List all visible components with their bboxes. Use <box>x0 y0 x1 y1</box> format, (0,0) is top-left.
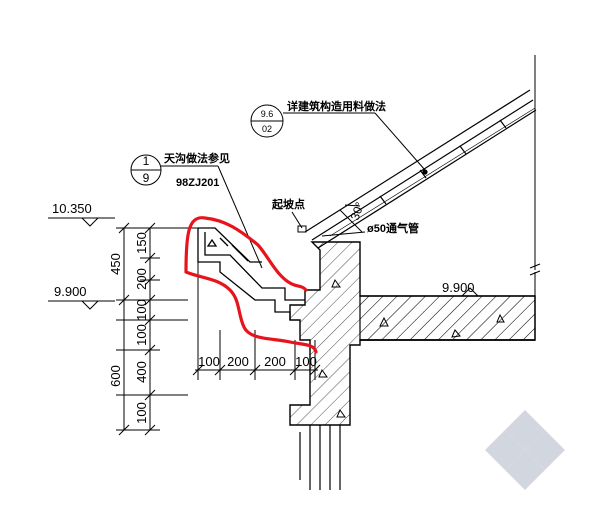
dim-inner-100a: 100 <box>134 299 149 321</box>
detail-top-den: 02 <box>262 124 272 134</box>
dim-h-100a: 100 <box>198 354 220 369</box>
right-wall-line <box>529 55 541 300</box>
leaders <box>291 204 366 237</box>
detail-left-den: 9 <box>143 171 150 185</box>
level-top: 10.350 <box>52 201 92 216</box>
detail-top-num: 9.6 <box>261 109 274 119</box>
dim-inner-400: 400 <box>134 361 149 383</box>
dim-vertical-450: 450 <box>108 253 123 275</box>
level-mid-left: 9.900 <box>54 284 87 299</box>
vent-pipe-label: ø50通气管 <box>367 221 419 235</box>
concrete-section <box>289 241 536 426</box>
detail-left-num: 1 <box>143 154 150 168</box>
watermark-logo <box>485 410 565 490</box>
level-markers <box>48 217 510 310</box>
horizontal-dimensions <box>192 262 321 380</box>
dim-inner-200: 200 <box>134 268 149 290</box>
red-markup-outline <box>184 216 318 354</box>
dim-vertical-600: 600 <box>108 365 123 387</box>
dim-inner-100b: 100 <box>134 324 149 346</box>
gutter-profile <box>197 227 305 320</box>
dim-h-200a: 200 <box>227 354 249 369</box>
vertical-dimensions <box>116 222 198 436</box>
roof-slope <box>304 89 537 249</box>
detail-left-note: 天沟做法参见 <box>164 151 230 165</box>
level-mid-right: 9.900 <box>442 280 475 295</box>
dim-h-200b: 200 <box>264 354 286 369</box>
detail-top-note: 详建筑构造用料做法 <box>287 99 386 113</box>
callout-left <box>130 154 263 269</box>
columns <box>299 425 341 490</box>
dim-h-100b: 100 <box>295 354 317 369</box>
dim-inner-150: 150 <box>134 232 149 254</box>
callout-top <box>250 104 426 171</box>
start-point-label: 起坡点 <box>271 197 305 211</box>
angle-label: 30° <box>348 200 367 222</box>
detail-left-ref: 98ZJ201 <box>176 177 219 189</box>
dim-inner-100c: 100 <box>134 402 149 424</box>
